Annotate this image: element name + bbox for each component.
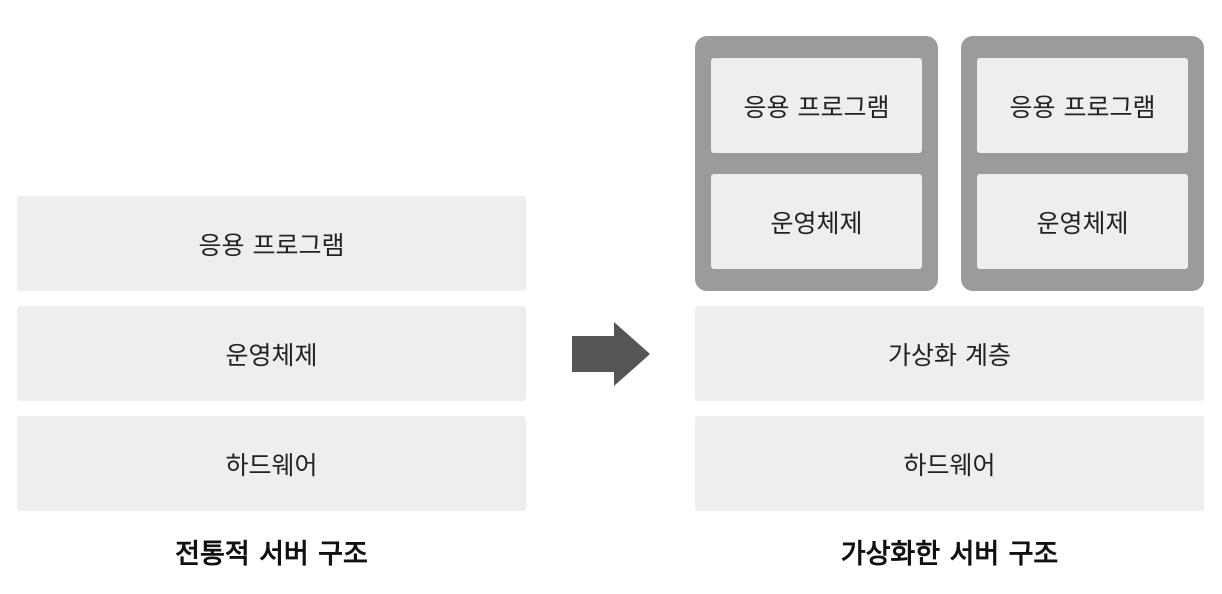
virtual-machine-2: 응용 프로그램 운영체제 (961, 36, 1204, 291)
vm2-os-layer: 운영체제 (977, 174, 1188, 269)
traditional-os-label: 운영체제 (225, 340, 318, 370)
virtual-machine-1: 응용 프로그램 운영체제 (695, 36, 938, 291)
traditional-caption: 전통적 서버 구조 (175, 539, 368, 570)
traditional-hardware-layer: 하드웨어 (17, 416, 526, 511)
virtualized-hardware-layer: 하드웨어 (695, 416, 1204, 511)
vm1-app-layer: 응용 프로그램 (711, 58, 922, 153)
traditional-app-label: 응용 프로그램 (198, 230, 345, 260)
vm2-app-label: 응용 프로그램 (1009, 92, 1156, 122)
right-arrow-icon (572, 322, 650, 386)
virtualized-hardware-label: 하드웨어 (903, 450, 996, 480)
virtualized-caption: 가상화한 서버 구조 (840, 539, 1059, 570)
vm2-app-layer: 응용 프로그램 (977, 58, 1188, 153)
hypervisor-layer: 가상화 계층 (695, 306, 1204, 401)
vm1-os-label: 운영체제 (770, 208, 863, 238)
traditional-app-layer: 응용 프로그램 (17, 196, 526, 291)
traditional-os-layer: 운영체제 (17, 306, 526, 401)
vm2-os-label: 운영체제 (1036, 208, 1129, 238)
vm1-os-layer: 운영체제 (711, 174, 922, 269)
vm1-app-label: 응용 프로그램 (743, 92, 890, 122)
traditional-hardware-label: 하드웨어 (225, 450, 318, 480)
hypervisor-label: 가상화 계층 (888, 340, 1011, 370)
